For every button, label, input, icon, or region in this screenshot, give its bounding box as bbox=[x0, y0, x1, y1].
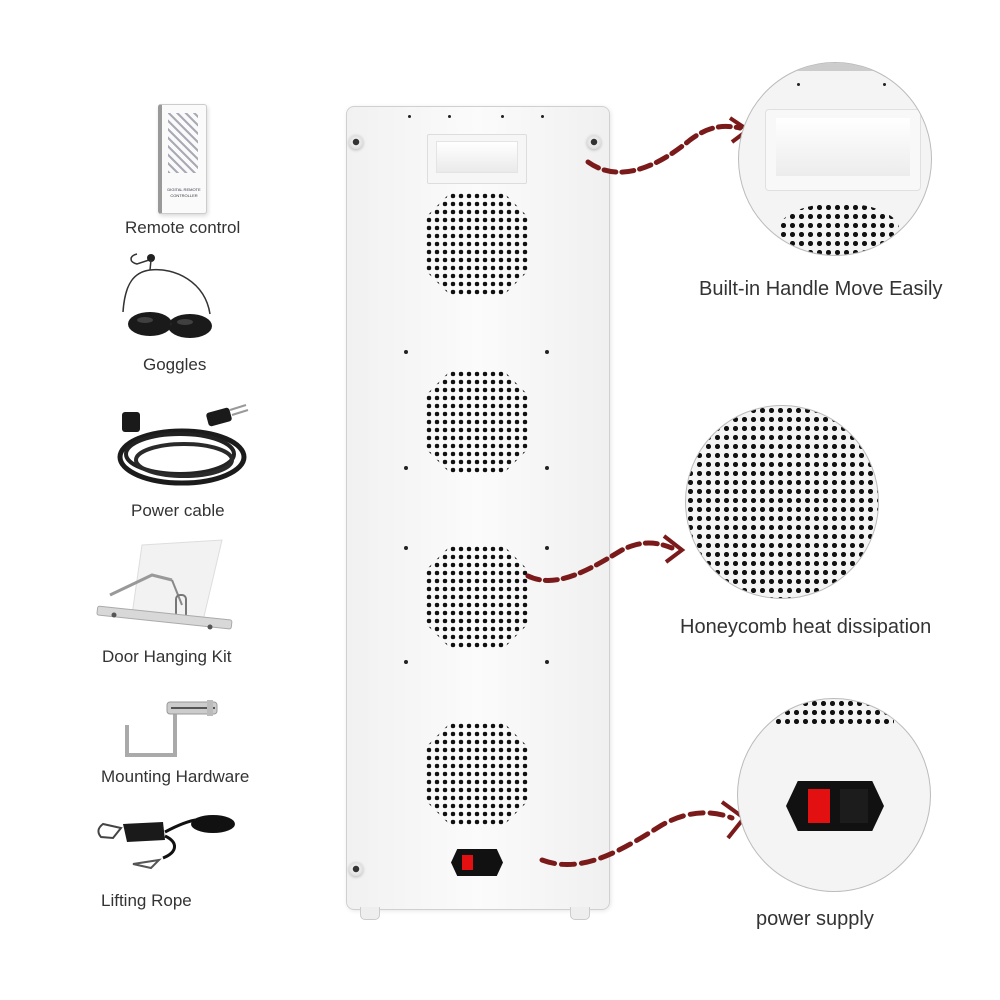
goggles-icon bbox=[122, 253, 212, 338]
power-rocker-switch[interactable] bbox=[462, 855, 473, 870]
screw-hole bbox=[404, 546, 408, 550]
screw-hole bbox=[545, 660, 549, 664]
mount-hole bbox=[448, 115, 451, 118]
vent-grille-4 bbox=[425, 722, 529, 826]
vent-grille-2 bbox=[425, 370, 529, 474]
mount-hole bbox=[501, 115, 504, 118]
honeycomb-closeup bbox=[685, 405, 879, 599]
remote-control-image: DIGITAL REMOTE CONTROLLER bbox=[158, 104, 207, 214]
screw-hole bbox=[404, 466, 408, 470]
power-switch-module bbox=[451, 849, 503, 876]
accessory-label-mounting-hardware: Mounting Hardware bbox=[101, 767, 250, 786]
arrow-to-power-icon bbox=[539, 800, 747, 867]
mounting-knob bbox=[349, 135, 363, 149]
mounting-hardware-icon bbox=[125, 700, 218, 757]
screw-hole bbox=[404, 660, 408, 664]
foot bbox=[570, 907, 590, 920]
power-rocker-closeup bbox=[808, 789, 830, 823]
screw-hole bbox=[404, 350, 408, 354]
built-in-handle[interactable] bbox=[427, 134, 527, 184]
vent-grille-1 bbox=[425, 192, 529, 296]
arrow-to-handle-icon bbox=[585, 116, 752, 175]
mounting-knob bbox=[349, 862, 363, 876]
handle-closeup bbox=[738, 62, 932, 256]
feature-label-power: power supply bbox=[756, 908, 874, 930]
screw-hole bbox=[545, 546, 549, 550]
door-hanging-kit-icon bbox=[96, 539, 233, 630]
arrow-to-honeycomb-icon bbox=[525, 534, 686, 583]
lifting-rope-icon bbox=[97, 815, 235, 870]
feature-label-handle: Built-in Handle Move Easily bbox=[699, 278, 943, 300]
power-switch-closeup bbox=[737, 698, 931, 892]
accessory-label-lifting-rope: Lifting Rope bbox=[101, 891, 192, 910]
accessory-label-power-cable: Power cable bbox=[131, 501, 225, 520]
mounting-knob bbox=[587, 135, 601, 149]
remote-buttons bbox=[168, 113, 198, 173]
feature-label-honeycomb: Honeycomb heat dissipation bbox=[680, 616, 932, 638]
accessory-label-door-hanging-kit: Door Hanging Kit bbox=[102, 647, 232, 666]
screw-hole bbox=[545, 350, 549, 354]
accessory-label-remote: Remote control bbox=[125, 218, 241, 237]
power-cable-icon bbox=[117, 404, 249, 486]
mount-hole bbox=[408, 115, 411, 118]
remote-brand-text: DIGITAL REMOTE bbox=[167, 187, 201, 192]
mount-hole bbox=[541, 115, 544, 118]
screw-hole bbox=[545, 466, 549, 470]
accessory-label-goggles: Goggles bbox=[143, 355, 207, 374]
foot bbox=[360, 907, 380, 920]
vent-grille-3 bbox=[425, 545, 529, 649]
